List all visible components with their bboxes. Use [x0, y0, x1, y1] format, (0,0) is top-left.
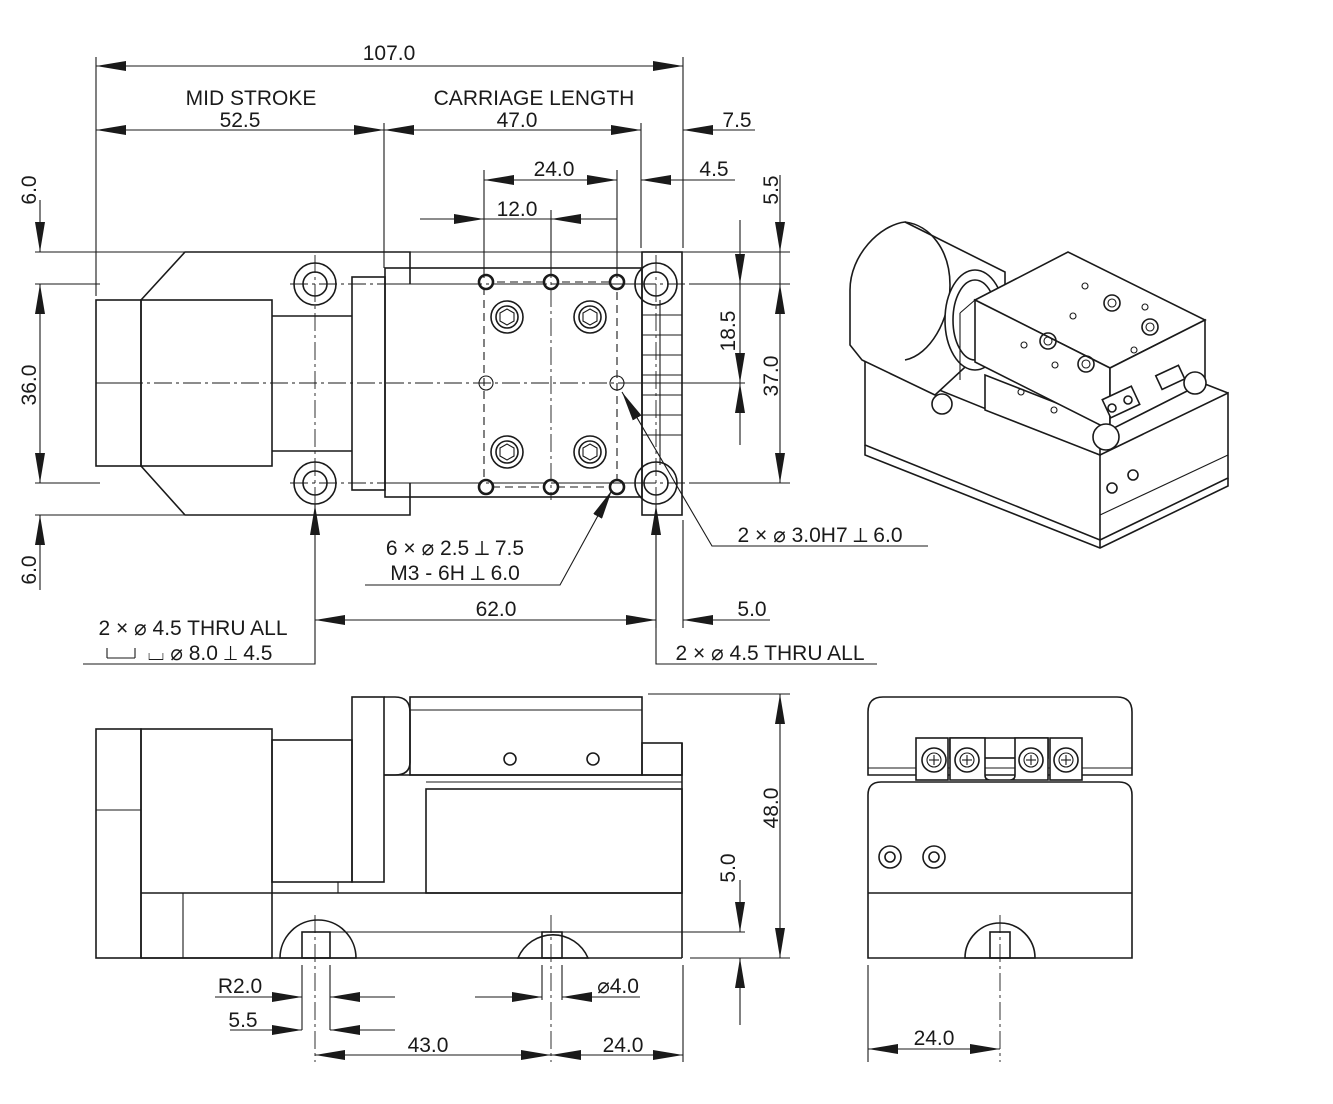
top-margin-dim: 6.0: [18, 175, 41, 204]
end-block-ribs: [642, 300, 682, 465]
dowel-holes-note: 2 × ⌀ 3.0H7 ⟂ 6.0: [738, 524, 903, 547]
mount-holes-right-note: 2 × ⌀ 4.5 THRU ALL: [675, 642, 864, 665]
hole-spacing-y-dim: 18.5: [717, 311, 740, 352]
carriage-length-dim: 47.0: [497, 109, 538, 132]
mount-spacing-dim: 62.0: [476, 598, 517, 621]
carriage-width-dim: 37.0: [760, 356, 783, 397]
radius-dim: R2.0: [218, 975, 262, 998]
overall-length-dim: 107.0: [363, 42, 416, 65]
pin-spacing-dim: 43.0: [408, 1034, 449, 1057]
width-dim: 36.0: [18, 365, 41, 406]
cap-screws: [490, 300, 607, 469]
isometric-view: [849, 221, 1229, 549]
pin-diameter-dim: ⌀4.0: [597, 975, 639, 998]
top-view: 107.0 MID STROKE 52.5 CARRIAGE LENGTH 47…: [18, 42, 928, 665]
end-pin-offset-dim: 24.0: [914, 1027, 955, 1050]
mid-stroke-label: MID STROKE: [186, 87, 317, 110]
mount-holes-left-note: 2 × ⌀ 4.5 THRU ALL: [98, 617, 287, 640]
base-height-dim: 5.0: [717, 853, 740, 882]
bottom-margin-dim: 6.0: [18, 555, 41, 584]
hole-spacing-x-dim: 24.0: [534, 158, 575, 181]
pin-end-dim: 24.0: [603, 1034, 644, 1057]
side-view: 48.0 5.0 R2.0 5.5 ⌀4.0 43.0 24.0: [95, 693, 790, 1062]
top-edge-dim: 5.5: [760, 175, 783, 204]
tapped-holes-note: 6 × ⌀ 2.5 ⟂ 7.5: [386, 537, 524, 560]
hole-center-x-dim: 12.0: [497, 198, 538, 221]
tapped-holes-note-2: M3 - 6H ⟂ 6.0: [390, 562, 520, 585]
mid-stroke-dim: 52.5: [220, 109, 261, 132]
end-screws: [921, 747, 1079, 773]
carriage-length-label: CARRIAGE LENGTH: [434, 87, 635, 110]
end-offset-dim: 7.5: [722, 109, 751, 132]
mount-end-offset-dim: 5.0: [737, 598, 766, 621]
height-dim: 48.0: [760, 788, 783, 829]
end-view: 24.0: [867, 696, 1133, 1062]
end-offset-small-dim: 4.5: [699, 158, 728, 181]
mount-holes-left-note-2: ⌴ ⌀ 8.0 ⟂ 4.5: [148, 642, 273, 665]
slot-width-dim: 5.5: [228, 1009, 257, 1032]
